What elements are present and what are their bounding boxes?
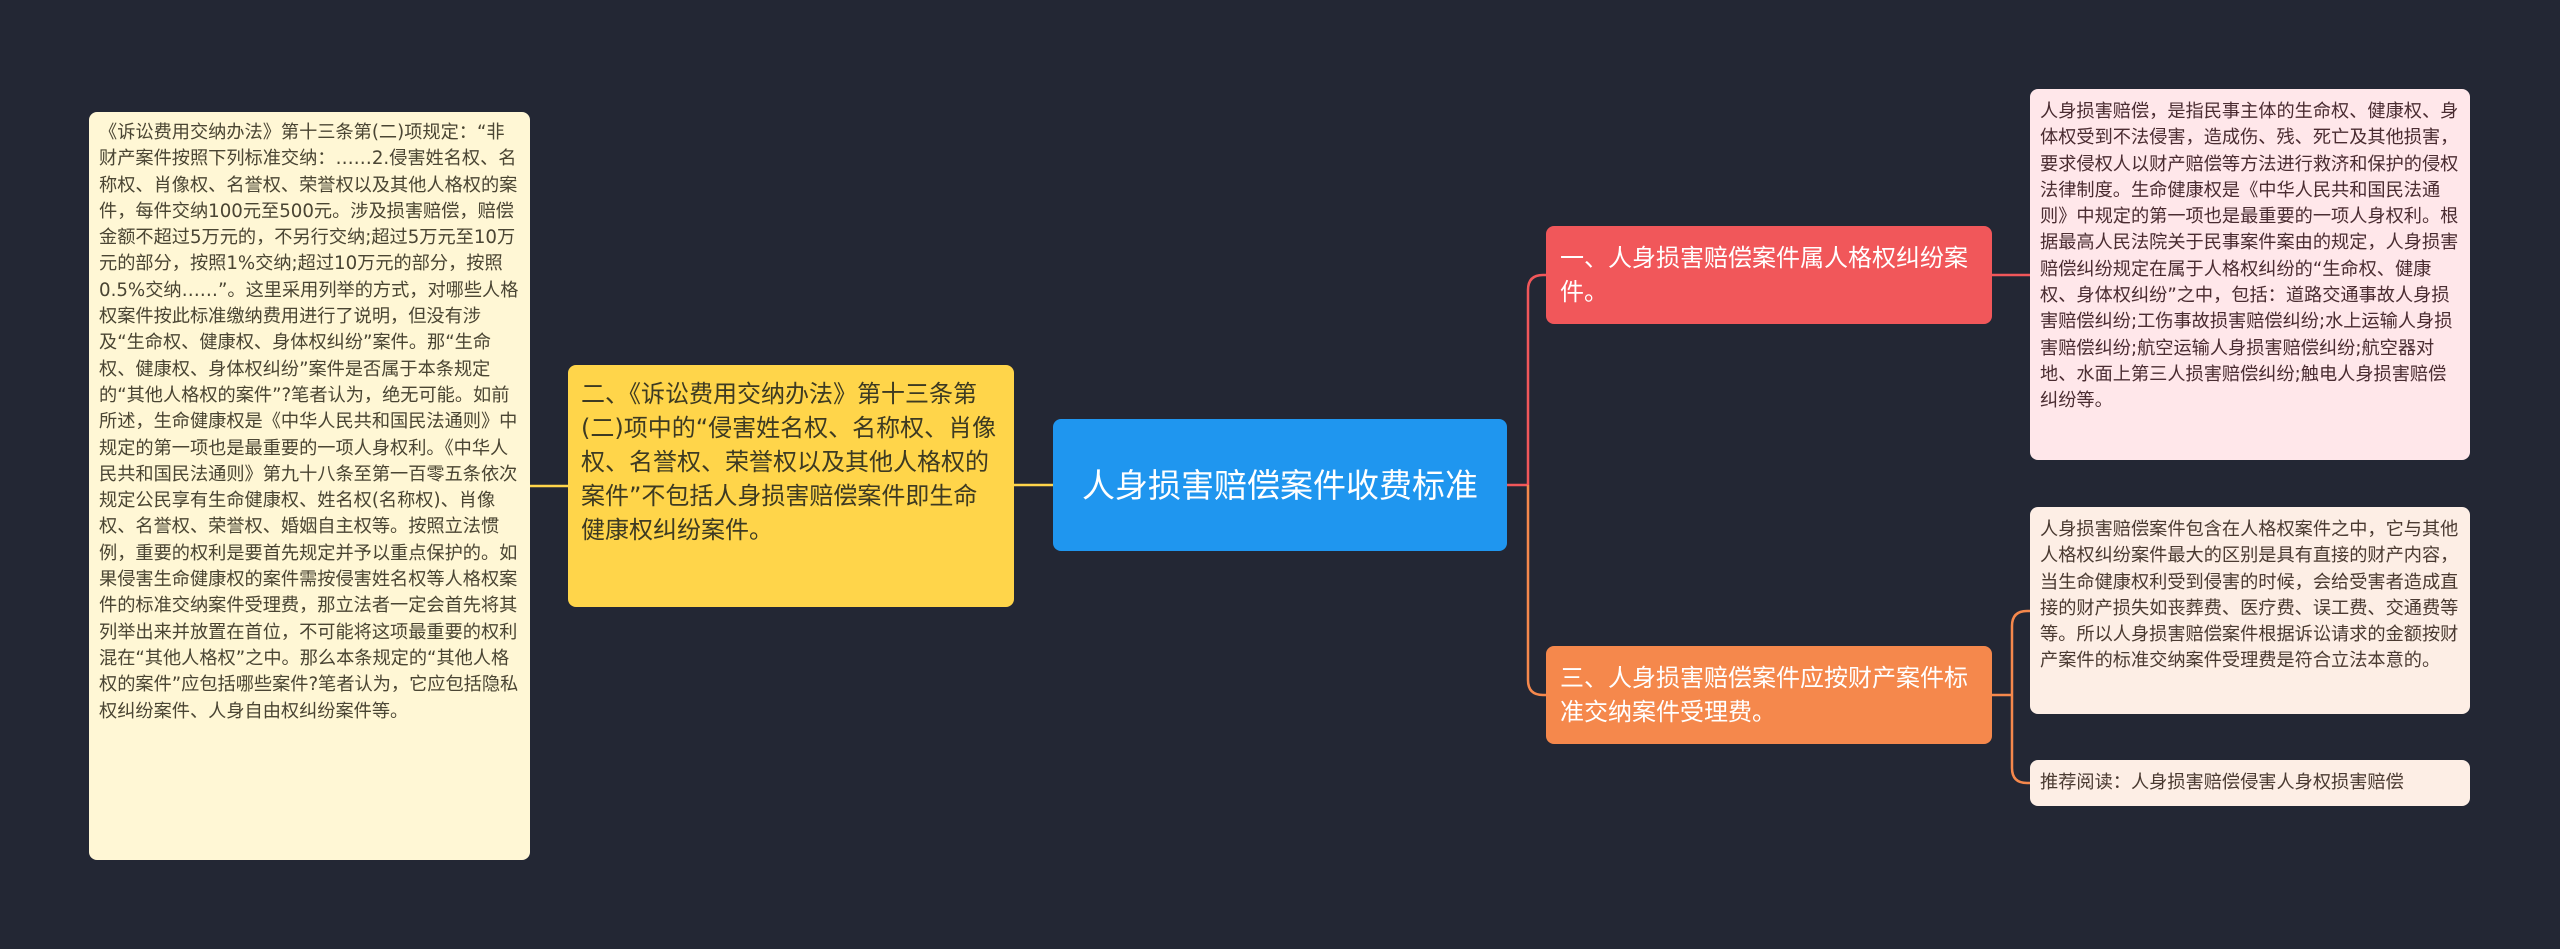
link-right3-detail bbox=[2010, 609, 2030, 695]
branch-personality-rights-label: 一、人身损害赔偿案件属人格权纠纷案件。 bbox=[1560, 244, 1968, 306]
branch-personality-rights[interactable]: 一、人身损害赔偿案件属人格权纠纷案件。 bbox=[1546, 226, 1992, 324]
branch-property-standard[interactable]: 三、人身损害赔偿案件应按财产案件标准交纳案件受理费。 bbox=[1546, 646, 1992, 744]
detail-property-standard-text: 人身损害赔偿案件包含在人格权案件之中，它与其他人格权纠纷案件最大的区别是具有直接… bbox=[2040, 519, 2459, 672]
related-reading[interactable]: 推荐阅读：人身损害赔偿侵害人身权损害赔偿 bbox=[2030, 760, 2470, 806]
root-topic[interactable]: 人身损害赔偿案件收费标准 bbox=[1053, 419, 1507, 551]
link-right3-branch bbox=[1526, 485, 1546, 697]
detail-scope-exclusion-text: 《诉讼费用交纳办法》第十三条第(二)项规定：“非财产案件按照下列标准交纳：……2… bbox=[99, 122, 519, 722]
detail-property-standard[interactable]: 人身损害赔偿案件包含在人格权案件之中，它与其他人格权纠纷案件最大的区别是具有直接… bbox=[2030, 507, 2470, 714]
detail-personality-rights[interactable]: 人身损害赔偿，是指民事主体的生命权、健康权、身体权受到不法侵害，造成伤、残、死亡… bbox=[2030, 89, 2470, 460]
branch-scope-exclusion[interactable]: 二、《诉讼费用交纳办法》第十三条第(二)项中的“侵害姓名权、名称权、肖像权、名誉… bbox=[568, 365, 1014, 607]
branch-property-standard-label: 三、人身损害赔偿案件应按财产案件标准交纳案件受理费。 bbox=[1560, 664, 1968, 726]
link-right3-related bbox=[2010, 695, 2030, 785]
root-topic-label: 人身损害赔偿案件收费标准 bbox=[1082, 465, 1478, 505]
detail-scope-exclusion[interactable]: 《诉讼费用交纳办法》第十三条第(二)项规定：“非财产案件按照下列标准交纳：……2… bbox=[89, 112, 530, 860]
detail-personality-rights-text: 人身损害赔偿，是指民事主体的生命权、健康权、身体权受到不法侵害，造成伤、残、死亡… bbox=[2040, 101, 2459, 412]
related-reading-text: 推荐阅读：人身损害赔偿侵害人身权损害赔偿 bbox=[2040, 772, 2404, 793]
link-right1-branch bbox=[1526, 273, 1546, 485]
branch-scope-exclusion-label: 二、《诉讼费用交纳办法》第十三条第(二)项中的“侵害姓名权、名称权、肖像权、名誉… bbox=[581, 380, 997, 544]
